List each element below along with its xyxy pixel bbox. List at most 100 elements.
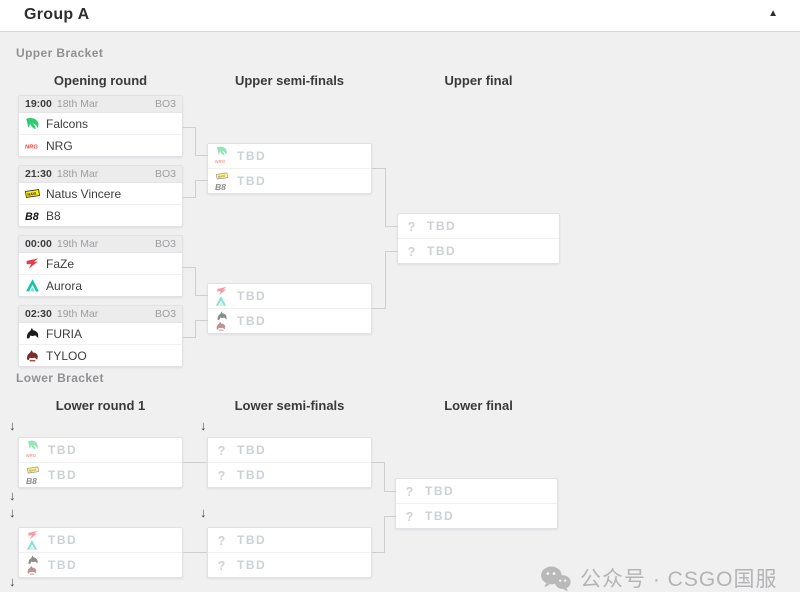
team-name: Natus Vincere xyxy=(46,186,122,201)
svg-text:?: ? xyxy=(218,444,226,458)
team-row-navi[interactable]: NAVI Natus Vincere xyxy=(19,183,182,205)
possible-teams-stack xyxy=(25,554,41,577)
team-name: Aurora xyxy=(46,278,83,293)
upper-bracket-label: Upper Bracket xyxy=(16,46,104,60)
tbd-label: TBD xyxy=(425,484,455,498)
match-card-upper-semi-1[interactable]: NRG TBD NAVI B8 TBD xyxy=(207,143,372,194)
drop-down-arrow-icon: ↓ xyxy=(9,418,16,433)
question-icon: ? xyxy=(404,218,420,234)
tbd-slot: NAVI B8 TBD xyxy=(208,169,371,193)
match-header: 19:00 18th Mar BO3 xyxy=(19,96,182,113)
aurora-logo-icon xyxy=(215,295,227,307)
match-card-opening-1[interactable]: 19:00 18th Mar BO3 Falcons NRG NRG xyxy=(18,95,183,157)
column-header-upper-final: Upper final xyxy=(444,73,513,88)
svg-text:?: ? xyxy=(218,559,226,573)
tbd-label: TBD xyxy=(237,558,267,572)
possible-teams-stack xyxy=(214,285,230,308)
tbd-slot: ? TBD xyxy=(208,553,371,577)
falcons-logo-icon xyxy=(216,145,228,157)
team-name: NRG xyxy=(46,138,73,153)
svg-text:NRG: NRG xyxy=(25,144,38,150)
match-date: 19th Mar xyxy=(56,308,99,320)
team-name: FURIA xyxy=(46,326,82,341)
svg-text:NAVI: NAVI xyxy=(29,467,37,472)
column-header-opening-round: Opening round xyxy=(53,73,148,88)
match-card-lower-round1-2[interactable]: TBD TBD xyxy=(18,527,183,578)
watermark: 公众号 · CSGO国服 xyxy=(540,563,778,593)
match-card-opening-3[interactable]: 00:00 19th Mar BO3 FaZe Aurora xyxy=(18,235,183,297)
svg-text:B8: B8 xyxy=(215,181,226,191)
team-row-furia[interactable]: FURIA xyxy=(19,323,182,345)
team-row-falcons[interactable]: Falcons xyxy=(19,113,182,135)
navi-logo-icon: NAVI xyxy=(27,464,39,476)
match-time: 02:30 xyxy=(25,308,52,320)
svg-text:NRG: NRG xyxy=(215,159,226,164)
team-row-b8[interactable]: B8 B8 xyxy=(19,205,182,226)
match-format: BO3 xyxy=(154,98,176,110)
watermark-text: 公众号 · CSGO国服 xyxy=(580,568,778,591)
possible-teams-stack: NRG xyxy=(25,439,41,462)
tbd-label: TBD xyxy=(48,533,78,547)
tbd-label: TBD xyxy=(237,314,267,328)
tbd-slot: NAVI B8 TBD xyxy=(19,463,182,487)
faze-logo-icon xyxy=(27,529,39,541)
svg-text:NRG: NRG xyxy=(26,453,37,458)
question-icon: ? xyxy=(214,442,230,458)
navi-logo-icon: NAVI xyxy=(216,170,228,182)
faze-logo-icon xyxy=(216,285,228,297)
svg-text:?: ? xyxy=(218,469,226,483)
collapse-caret-icon[interactable]: ▲ xyxy=(768,8,778,19)
tbd-slot: ? TBD xyxy=(208,438,371,463)
tbd-slot: TBD xyxy=(208,309,371,333)
b8-logo-icon: B8 xyxy=(26,474,38,486)
tbd-slot: ? TBD xyxy=(396,504,557,528)
match-format: BO3 xyxy=(154,238,176,250)
tbd-label: TBD xyxy=(427,219,457,233)
possible-teams-stack xyxy=(214,310,230,333)
team-row-tyloo[interactable]: TYLOO xyxy=(19,345,182,366)
team-row-nrg[interactable]: NRG NRG xyxy=(19,135,182,156)
match-card-opening-4[interactable]: 02:30 19th Mar BO3 FURIA TYLOO xyxy=(18,305,183,367)
furia-logo-icon xyxy=(216,310,228,322)
column-header-upper-semi-finals: Upper semi-finals xyxy=(234,73,345,88)
furia-logo-icon xyxy=(25,326,40,341)
match-card-upper-final[interactable]: ? TBD ? TBD xyxy=(397,213,560,264)
tbd-slot: TBD xyxy=(19,528,182,553)
aurora-logo-icon xyxy=(26,539,38,551)
falcons-logo-icon xyxy=(25,116,40,131)
tbd-label: TBD xyxy=(237,533,267,547)
team-row-aurora[interactable]: Aurora xyxy=(19,275,182,296)
match-card-opening-2[interactable]: 21:30 18th Mar BO3 NAVI Natus Vincere B8… xyxy=(18,165,183,227)
tbd-label: TBD xyxy=(237,174,267,188)
possible-teams-stack: NAVI B8 xyxy=(214,170,230,193)
tbd-label: TBD xyxy=(48,443,78,457)
navi-logo-icon: NAVI xyxy=(25,186,40,201)
faze-logo-icon xyxy=(25,256,40,271)
tbd-slot: ? TBD xyxy=(396,479,557,504)
svg-text:?: ? xyxy=(406,485,414,499)
match-time: 00:00 xyxy=(25,238,52,250)
drop-down-arrow-icon: ↓ xyxy=(9,574,16,589)
question-icon: ? xyxy=(214,557,230,573)
match-card-lower-final[interactable]: ? TBD ? TBD xyxy=(395,478,558,529)
match-time: 21:30 xyxy=(25,168,52,180)
tbd-slot: ? TBD xyxy=(208,528,371,553)
match-card-upper-semi-2[interactable]: TBD TBD xyxy=(207,283,372,334)
match-header: 00:00 19th Mar BO3 xyxy=(19,236,182,253)
match-card-lower-semi-1[interactable]: ? TBD ? TBD xyxy=(207,437,372,488)
tyloo-logo-icon xyxy=(25,348,40,363)
team-row-faze[interactable]: FaZe xyxy=(19,253,182,275)
match-format: BO3 xyxy=(154,308,176,320)
tbd-slot: NRG TBD xyxy=(208,144,371,169)
svg-text:?: ? xyxy=(408,245,416,259)
question-icon: ? xyxy=(214,532,230,548)
match-date: 18th Mar xyxy=(56,98,99,110)
team-name: FaZe xyxy=(46,256,75,271)
tbd-slot: ? TBD xyxy=(398,214,559,239)
tbd-slot: TBD xyxy=(19,553,182,577)
match-format: BO3 xyxy=(154,168,176,180)
match-card-lower-semi-2[interactable]: ? TBD ? TBD xyxy=(207,527,372,578)
nrg-logo-icon: NRG xyxy=(26,449,38,461)
match-card-lower-round1-1[interactable]: NRG TBD NAVI B8 TBD xyxy=(18,437,183,488)
